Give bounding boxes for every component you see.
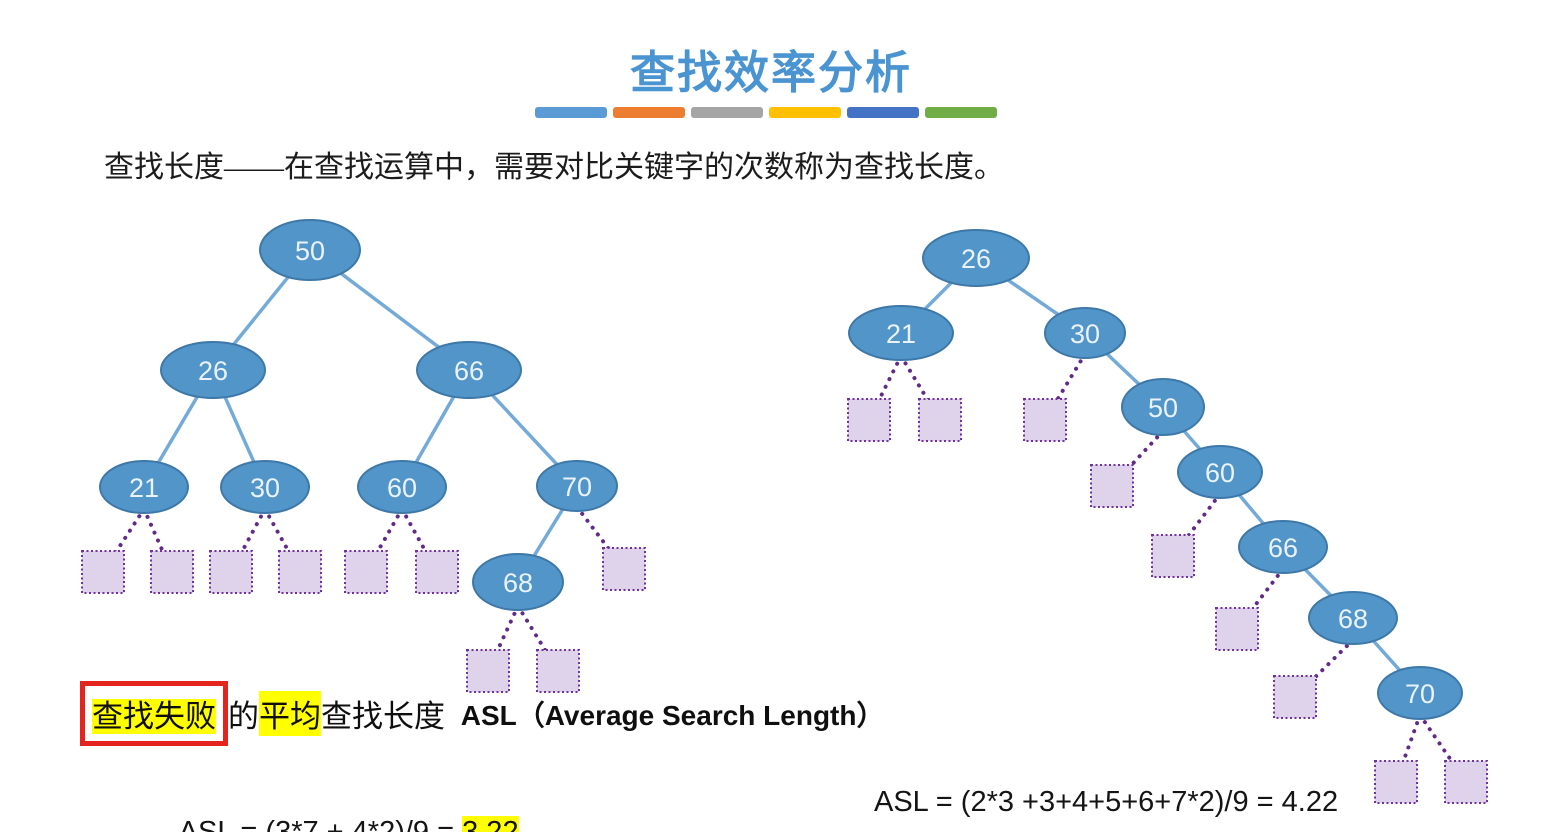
tree-node [220,460,310,514]
tree-node-label: 66 [454,356,484,386]
intro-text: 查找长度——在查找运算中，需要对比关键字的次数称为查找长度。 [104,151,1004,184]
fail-node [1023,398,1067,442]
fail-node [1374,760,1418,804]
divider-bar [613,107,685,118]
tree-node [1238,520,1328,574]
tree-node-label: 68 [503,568,533,598]
fail-node [150,550,194,594]
tree-node-label: 68 [1338,604,1368,634]
fail-node [1151,534,1195,578]
tree-node-label: 26 [198,356,228,386]
fail-node [536,649,580,693]
fail-node [81,550,125,594]
tree-node-label: 30 [250,473,280,503]
fail-node [209,550,253,594]
fail-node [466,649,510,693]
fail-node [1273,675,1317,719]
divider-bar [535,107,607,118]
tree-node-label: 30 [1070,319,1100,349]
tree-node [160,341,266,399]
tree-node-label: 70 [1405,679,1435,709]
tree-node [1308,591,1398,645]
divider-bar [847,107,919,118]
red-emphasis-box: 查找失败 [80,681,228,746]
fail-node [847,398,891,442]
caption-fail-highlight: 查找失败 [92,699,216,734]
caption-asl: ASL（Average Search Length） [460,699,885,731]
tree-node [1044,307,1126,359]
asl-left-result-highlight: 3.22 [462,816,519,832]
tree-node [357,460,447,514]
title-divider [535,107,997,118]
tree-node-label: 26 [961,244,991,274]
divider-bar [925,107,997,118]
asl-left-expression: ASL = (3*7 + 4*2)/9 = [178,816,463,832]
fail-node [602,547,646,591]
tree-node [1377,666,1463,720]
caption-rest: 查找长度 [321,699,453,734]
tree-node [99,460,189,514]
tree-node-label: 21 [886,319,916,349]
fail-edge [142,507,174,574]
fail-node [1090,464,1134,508]
fail-node [1215,607,1259,651]
caption-de: 的 [228,699,259,734]
tree-node-label: 60 [387,473,417,503]
fail-node [1444,760,1488,804]
asl-formula-left: ASL = (3*7 + 4*2)/9 = 3.22 [148,783,519,832]
tree-node [1121,378,1205,436]
fail-node [278,550,322,594]
page-title: 查找效率分析 [629,47,912,98]
caption-avg-highlight: 平均 [259,691,321,736]
tree-node [259,219,361,281]
fail-node [918,398,962,442]
tree-node [848,305,954,361]
tree-node [472,553,564,611]
divider-bar [769,107,841,118]
tree-node-label: 50 [1148,393,1178,423]
tree-node-label: 50 [295,236,325,266]
tree-node [1177,445,1263,499]
fail-node [415,550,459,594]
tree-node-label: 70 [562,472,592,502]
caption-line: 查找失败的平均查找长度 ASL（Average Search Length） [80,681,884,746]
fail-node [344,550,388,594]
tree-node-label: 60 [1205,458,1235,488]
tree-node-label: 21 [129,473,159,503]
divider-bar [691,107,763,118]
tree-node-label: 66 [1268,533,1298,563]
tree-node [536,460,618,512]
tree-node [416,341,522,399]
tree-node [922,229,1030,287]
asl-formula-right: ASL = (2*3 +3+4+5+6+7*2)/9 = 4.22 [874,786,1339,818]
